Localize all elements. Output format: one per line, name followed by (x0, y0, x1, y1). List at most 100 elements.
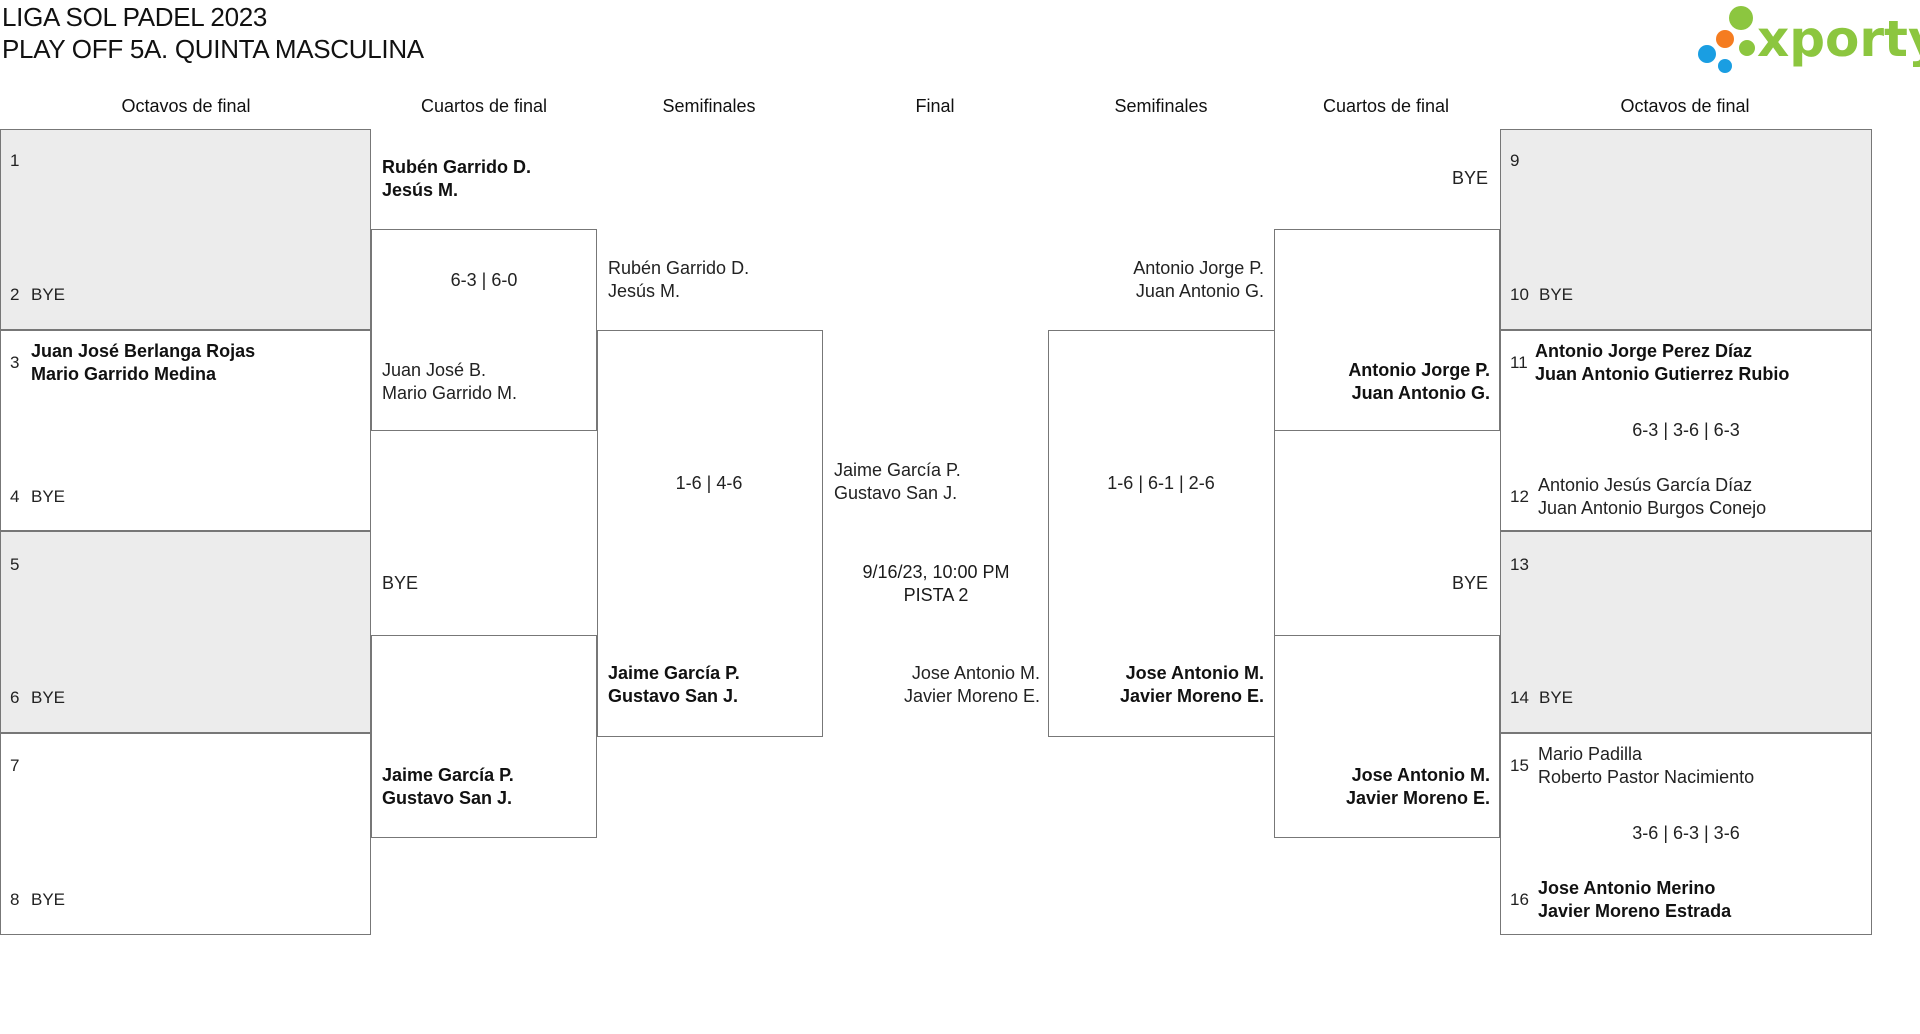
player-name: Roberto Pastor Nacimiento (1538, 767, 1755, 787)
final-team-bottom: Jose Antonio M. Javier Moreno E. (860, 662, 1040, 708)
player-name: Juan Antonio G. (1135, 281, 1264, 301)
left-r16-match-1[interactable] (0, 129, 371, 330)
seed-number: 8 (10, 890, 20, 909)
right-r16-match-2[interactable] (1500, 330, 1872, 531)
right-r16-match-1[interactable] (1500, 129, 1872, 330)
team-name: BYE (31, 688, 66, 707)
seed-number: 1 (10, 151, 20, 170)
player-name: Jose Antonio M. (1125, 663, 1264, 683)
match-score: 1-6 | 4-6 (675, 473, 743, 493)
player-name: Jaime García P. (834, 460, 961, 480)
player-name: Juan José Berlanga Rojas (31, 341, 256, 361)
seed-number: 9 (1510, 151, 1520, 170)
player-name: Juan Antonio Burgos Conejo (1538, 498, 1767, 518)
team-name: BYE (31, 285, 66, 304)
left-sf-match[interactable] (597, 330, 823, 737)
team-name: BYE (1452, 168, 1489, 188)
player-name: Jose Antonio Merino (1538, 878, 1716, 898)
match-score: 6-3 | 6-0 (450, 270, 518, 290)
left-r16-match-4[interactable] (0, 733, 371, 935)
right-qf-match-2[interactable] (1274, 635, 1500, 838)
player-name: Jaime García P. (382, 765, 514, 785)
seed-number: 5 (10, 555, 20, 574)
player-name: Jesús M. (382, 180, 459, 200)
player-name: Jaime García P. (608, 663, 740, 683)
page-subtitle: PLAY OFF 5A. QUINTA MASCULINA (2, 34, 424, 64)
player-name: Antonio Jorge Perez Díaz (1535, 341, 1753, 361)
match-datetime: 9/16/23, 10:00 PM (862, 562, 1010, 582)
player-name: Gustavo San J. (608, 686, 739, 706)
final-schedule: 9/16/23, 10:00 PM PISTA 2 (862, 561, 1009, 607)
player-name: Juan José B. (382, 360, 487, 380)
team-entry: Antonio Jorge P. Juan Antonio G. (1048, 257, 1264, 303)
seed-number: 7 (10, 756, 20, 775)
player-name: Juan Antonio Gutierrez Rubio (1535, 364, 1790, 384)
seed-number: 3 (10, 353, 20, 372)
team-entry: Jaime García P. Gustavo San J. (382, 764, 514, 810)
right-r16-match-4[interactable] (1500, 733, 1872, 935)
final-team-top: Jaime García P. Gustavo San J. (834, 459, 961, 505)
seed-number: 13 (1510, 555, 1529, 574)
player-name: Jose Antonio M. (1351, 765, 1490, 785)
player-name: Javier Moreno Estrada (1538, 901, 1732, 921)
seed-number: 14 (1510, 688, 1529, 707)
left-r16-match-2[interactable] (0, 330, 371, 531)
left-qf-match-1[interactable] (371, 229, 597, 431)
seed-number: 2 (10, 285, 20, 304)
player-name: Gustavo San J. (382, 788, 513, 808)
right-qf-match-1[interactable] (1274, 229, 1500, 431)
match-score: 1-6 | 6-1 | 2-6 (1107, 473, 1215, 493)
team-entry: Jose Antonio M. Javier Moreno E. (1048, 662, 1264, 708)
match-score: 6-3 | 3-6 | 6-3 (1632, 420, 1740, 440)
col-head-final: Final (915, 96, 955, 116)
seed-number: 12 (1510, 487, 1529, 506)
team-name: BYE (1539, 688, 1574, 707)
team-entry: Antonio Jorge P. Juan Antonio G. (1274, 359, 1490, 405)
team-entry: Rubén Garrido D. Jesús M. (608, 257, 749, 303)
seed-number: 10 (1510, 285, 1529, 304)
team-entry: Jose Antonio Merino Javier Moreno Estrad… (1538, 877, 1731, 923)
page-title: LIGA SOL PADEL 2023 (2, 2, 268, 32)
seed-number: 11 (1510, 353, 1528, 372)
right-r16-match-3[interactable] (1500, 531, 1872, 733)
team-entry: Juan José B. Mario Garrido M. (382, 359, 517, 405)
xporty-logo[interactable]: xporty (1695, 4, 1920, 74)
logo-wordmark: xporty (1757, 10, 1920, 68)
player-name: Javier Moreno E. (1345, 788, 1490, 808)
player-name: Mario Garrido Medina (31, 364, 217, 384)
seed-number: 16 (1510, 890, 1529, 909)
player-name: Javier Moreno E. (903, 686, 1040, 706)
col-head-right-r16: Octavos de final (1620, 96, 1750, 116)
col-head-left-r16: Octavos de final (121, 96, 251, 116)
team-name: BYE (1539, 285, 1574, 304)
player-name: Juan Antonio G. (1351, 383, 1490, 403)
player-name: Antonio Jesús García Díaz (1538, 475, 1753, 495)
team-entry: Mario Padilla Roberto Pastor Nacimiento (1538, 743, 1754, 789)
team-entry: Juan José Berlanga Rojas Mario Garrido M… (31, 340, 255, 386)
left-r16-match-3[interactable] (0, 531, 371, 733)
player-name: Jose Antonio M. (911, 663, 1040, 683)
player-name: Antonio Jorge P. (1133, 258, 1264, 278)
team-entry: Antonio Jesús García Díaz Juan Antonio B… (1538, 474, 1766, 520)
team-entry: Jose Antonio M. Javier Moreno E. (1274, 764, 1490, 810)
seed-number: 6 (10, 688, 20, 707)
player-name: Gustavo San J. (834, 483, 958, 503)
player-name: Rubén Garrido D. (382, 157, 532, 177)
player-name: Jesús M. (608, 281, 681, 301)
team-name: BYE (1452, 573, 1489, 593)
player-name: Javier Moreno E. (1119, 686, 1264, 706)
seed-number: 15 (1510, 756, 1529, 775)
right-sf-match[interactable] (1048, 330, 1275, 737)
left-qf-match-2[interactable] (371, 635, 597, 838)
col-head-left-sf: Semifinales (662, 96, 756, 116)
seed-number: 4 (10, 487, 20, 506)
player-name: Rubén Garrido D. (608, 258, 750, 278)
logo-dots-icon (1698, 6, 1755, 73)
team-entry: Jaime García P. Gustavo San J. (608, 662, 740, 708)
team-name: BYE (31, 890, 66, 909)
team-name: BYE (31, 487, 66, 506)
match-score: 3-6 | 6-3 | 3-6 (1632, 823, 1740, 843)
player-name: Mario Padilla (1538, 744, 1643, 764)
col-head-right-qf: Cuartos de final (1322, 96, 1450, 116)
col-head-left-qf: Cuartos de final (420, 96, 548, 116)
